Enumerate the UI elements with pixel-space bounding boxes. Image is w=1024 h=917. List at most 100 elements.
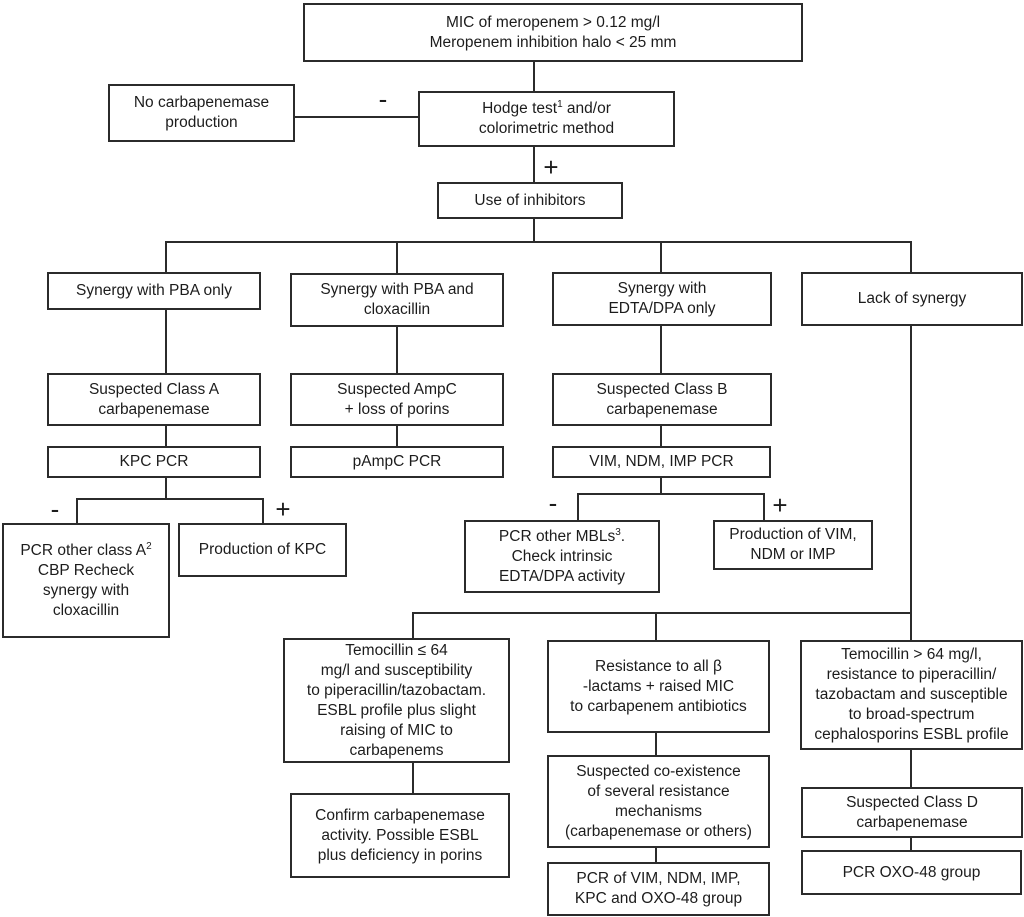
node-text-line: carbapenemase [98, 400, 210, 418]
node-text-line: raising of MIC to [340, 721, 453, 739]
node-text-line: production [165, 114, 238, 131]
node-text-line: EDTA/DPA only [608, 300, 716, 317]
connector-line [165, 478, 167, 499]
node-text-line: to broad-spectrum [848, 706, 975, 723]
footnote-marker: 2 [146, 540, 152, 552]
node-text-line: carbapenemase [606, 400, 718, 418]
connector-line [165, 241, 167, 272]
node-text-line: No carbapenemase [133, 94, 270, 111]
connector-line [763, 493, 765, 520]
node-text-line: to carbapenem antibiotics [570, 697, 747, 715]
connector-line [660, 241, 662, 272]
node-text-line: PCR other MBLs3. [498, 526, 626, 545]
connector-line [660, 426, 662, 446]
connector-line [412, 612, 414, 638]
node-text-line: Check intrinsic [511, 547, 613, 565]
node-text-line: Synergy with [617, 280, 707, 297]
node-text-line: + loss of porins [344, 400, 450, 418]
connector-line [165, 310, 167, 373]
connector-line [655, 848, 657, 862]
node-text-line: cloxacillin [363, 301, 431, 318]
node-text-line: -lactams + raised MIC [582, 677, 735, 695]
connector-line [165, 241, 912, 243]
connector-line [165, 426, 167, 446]
mbl-positive-sign: + [772, 490, 788, 520]
node-text-line: of several resistance [587, 782, 730, 800]
kpc-pcr-box: KPC PCR [47, 446, 261, 478]
node-text-line: Temocillin > 64 mg/l, [841, 646, 982, 663]
connector-line [396, 241, 398, 273]
node-text-line: to piperacillin/tazobactam. [306, 681, 487, 699]
synergy-pba-only-box: Synergy with PBA only [47, 272, 261, 310]
connector-line [577, 493, 579, 520]
node-text-line: Meropenem inhibition halo < 25 mm [429, 33, 677, 51]
connector-line [396, 327, 398, 373]
node-text-line: tazobactam and susceptible [815, 686, 1008, 703]
connector-line [76, 498, 78, 523]
node-text-line: VIM, NDM, IMP PCR [589, 453, 734, 470]
lack-of-synergy-box: Lack of synergy [801, 272, 1023, 326]
hodge-test-box: Hodge test1 and/or colorimetric method [418, 91, 675, 147]
node-text-line: PCR of VIM, NDM, IMP, [576, 870, 741, 887]
node-text-line: Resistance to all β [595, 657, 722, 675]
connector-line [262, 498, 264, 523]
connector-line [655, 733, 657, 755]
connector-line [910, 838, 912, 850]
node-text-line: synergy with [42, 581, 130, 599]
node-text-line: Production of KPC [198, 541, 327, 558]
node-text-line: Suspected Class B [596, 380, 728, 398]
node-text-line: Production of VIM, [729, 526, 857, 543]
node-text-line: carbapenems [349, 741, 444, 759]
pcr-vim-ndm-imp-kpc-oxo48-box: PCR of VIM, NDM, IMP, KPC and OXO-48 grou… [547, 862, 770, 916]
hodge-negative-sign: - [378, 84, 388, 114]
node-text-line: Use of inhibitors [474, 191, 586, 209]
node-text-line: Lack of synergy [857, 290, 967, 307]
connector-line [533, 147, 535, 182]
connector-line [910, 750, 912, 787]
pcr-oxo-48-group-box: PCR OXO-48 group [801, 850, 1022, 895]
node-text-line: Suspected Class D [846, 793, 978, 811]
node-text-line: Temocillin ≤ 64 [345, 641, 448, 659]
kpc-positive-sign: + [275, 494, 291, 524]
resistance-all-beta-lactams-box: Resistance to all β -lactams + raised MIC… [547, 640, 770, 733]
node-text-line: CBP Recheck [37, 561, 135, 579]
node-text-line: carbapenemase [856, 813, 968, 831]
node-text-line: pAmpC PCR [352, 453, 442, 470]
kpc-negative-sign: - [50, 494, 60, 524]
node-text-line: ESBL profile plus slight [317, 701, 476, 719]
temocillin-le-64-box: Temocillin ≤ 64 mg/l and susceptibility to… [283, 638, 510, 763]
node-text-line: Hodge test1 and/or [482, 99, 611, 118]
connector-line [295, 116, 418, 118]
connector-line [910, 241, 912, 272]
node-text-line: resistance to piperacillin/ [826, 666, 997, 683]
no-carbapenemase-box: No carbapenemase production [108, 84, 295, 142]
footnote-marker: 3 [615, 526, 621, 538]
node-text-line: KPC and OXO-48 group [574, 890, 743, 907]
connector-line [412, 763, 414, 793]
suspected-class-b-box: Suspected Class B carbapenemase [552, 373, 772, 426]
production-of-kpc-box: Production of KPC [178, 523, 347, 577]
node-text-line: cephalosporins ESBL profile [814, 726, 1009, 743]
footnote-marker: 1 [557, 99, 563, 110]
connector-line [655, 612, 657, 640]
node-text-line: mg/l and susceptibility [320, 661, 473, 679]
temocillin-gt-64-box: Temocillin > 64 mg/l, resistance to piper… [800, 640, 1023, 750]
hodge-positive-sign: + [543, 152, 559, 182]
suspected-ampc-box: Suspected AmpC+ loss of porins [290, 373, 504, 426]
connector-line [577, 493, 765, 495]
connector-line [412, 612, 912, 614]
connector-line [533, 219, 535, 243]
mbl-negative-sign: - [548, 488, 558, 518]
node-text-line: mechanisms [615, 802, 702, 820]
node-text-line: cloxacillin [52, 601, 120, 619]
node-text-line: colorimetric method [478, 120, 615, 137]
node-text-line: PCR other class A2 [20, 540, 152, 559]
use-of-inhibitors-box: Use of inhibitors [437, 182, 623, 219]
